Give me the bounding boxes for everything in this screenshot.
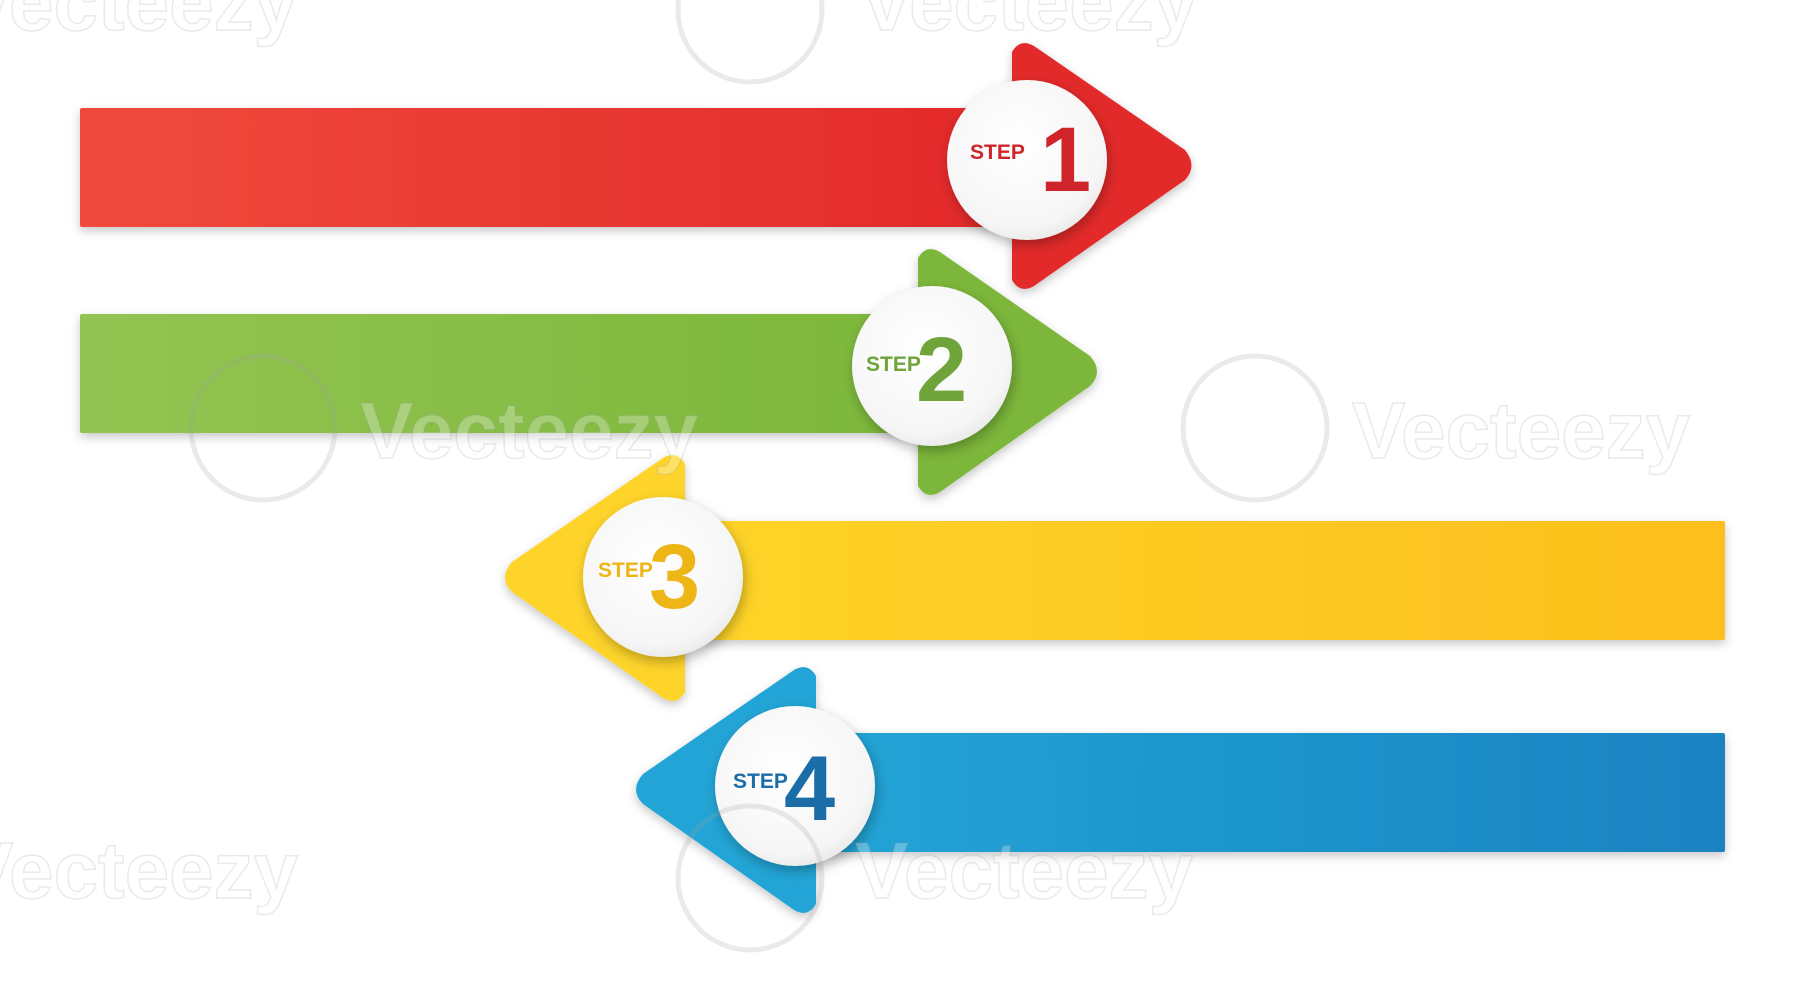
step-3-label: STEP bbox=[598, 559, 653, 582]
step-4-number: 4 bbox=[784, 738, 835, 840]
step-1-number: 1 bbox=[1040, 109, 1091, 211]
step-2-label: STEP bbox=[866, 353, 921, 376]
step-3-arrow: STEP 3 bbox=[505, 455, 1725, 701]
step-1-label: STEP bbox=[970, 141, 1025, 164]
step-2-bar bbox=[80, 314, 920, 433]
step-4-bar bbox=[805, 733, 1725, 852]
step-3-badge-disc bbox=[583, 497, 743, 657]
step-4-label: STEP bbox=[733, 770, 788, 793]
step-4-badge-disc bbox=[715, 706, 875, 866]
step-1-badge-disc bbox=[947, 80, 1107, 240]
step-3-bar bbox=[675, 521, 1725, 640]
step-1-bar bbox=[80, 108, 1010, 227]
step-2-arrow: STEP 2 bbox=[80, 249, 1097, 495]
step-2-number: 2 bbox=[916, 319, 967, 421]
step-3-number: 3 bbox=[649, 526, 700, 628]
step-4-arrow: STEP 4 bbox=[636, 667, 1725, 913]
step-1-arrow: STEP 1 bbox=[80, 43, 1192, 289]
step-2-badge-disc bbox=[852, 286, 1012, 446]
